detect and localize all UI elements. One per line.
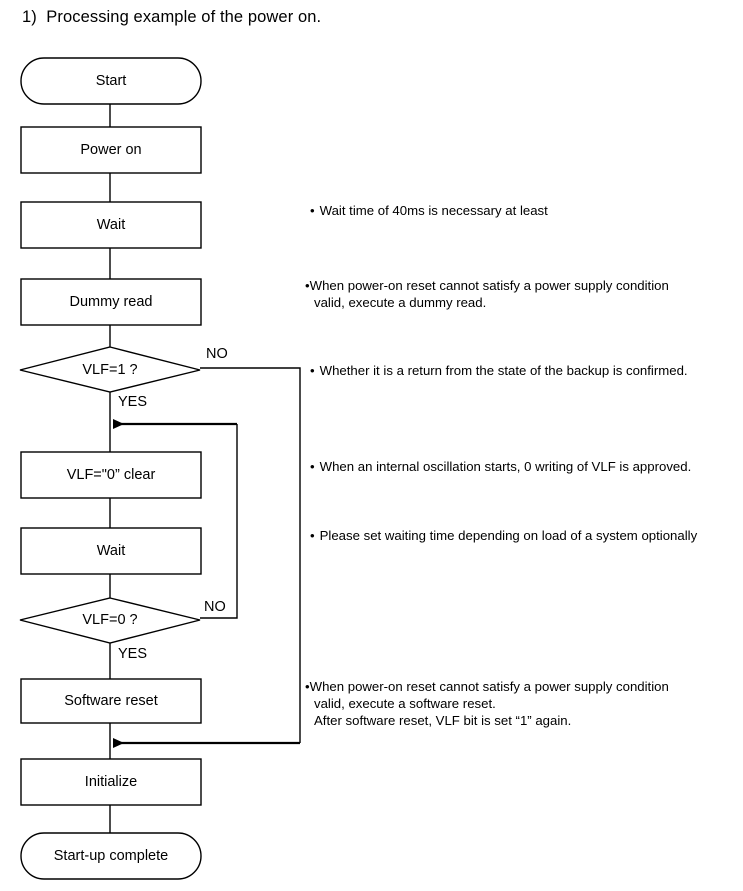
node-dummy-read-shape <box>20 278 202 326</box>
annotation-vlf-eq-1-line-1: Whether it is a return from the state of… <box>319 363 688 378</box>
connector-vlf1-no-branch <box>200 367 301 743</box>
node-wait-2-shape <box>20 527 202 575</box>
node-wait-1-label: Wait <box>96 217 126 233</box>
annotation-software-reset-line-2: valid, execute a software reset. <box>314 695 496 711</box>
node-start-label: Start <box>95 73 127 89</box>
node-startup-complete-shape <box>20 832 202 880</box>
annotation-software-reset-line-1: When power-on reset cannot satisfy a pow… <box>309 679 669 694</box>
branch-label-vlf1-no: NO <box>206 346 228 362</box>
annotation-software-reset: •When power-on reset cannot satisfy a po… <box>305 679 735 730</box>
annotation-wait-time-line-1: Wait time of 40ms is necessary at least <box>319 203 548 218</box>
annotation-vlf-eq-1: • Whether it is a return from the state o… <box>310 363 735 380</box>
node-power-on-label: Power on <box>80 142 142 158</box>
annotation-software-reset-line-3: After software reset, VLF bit is set “1”… <box>314 712 572 728</box>
node-dummy-read-label: Dummy read <box>69 294 153 310</box>
branch-label-vlf0-yes: YES <box>118 646 148 662</box>
bullet-icon: • <box>310 203 315 218</box>
node-vlf-eq-1-label: VLF=1 ? <box>82 362 138 378</box>
annotation-wait-time: • Wait time of 40ms is necessary at least <box>310 203 735 220</box>
bullet-icon: • <box>310 528 315 543</box>
node-vlf-clear-shape <box>20 451 202 499</box>
node-vlf-clear-label: VLF="0” clear <box>66 467 156 483</box>
annotation-wait-2-line-1: Please set waiting time depending on loa… <box>319 528 698 543</box>
node-vlf-eq-0-shape <box>19 597 201 644</box>
annotation-vlf-clear-line-1: When an internal oscillation starts, 0 w… <box>319 459 692 474</box>
node-software-reset-shape <box>20 678 202 724</box>
annotation-vlf-clear: • When an internal oscillation starts, 0 … <box>310 459 735 476</box>
annotation-wait-2: • Please set waiting time depending on lo… <box>310 528 735 545</box>
annotation-dummy-read: •When power-on reset cannot satisfy a po… <box>305 278 735 312</box>
node-start-shape <box>20 57 202 105</box>
node-startup-complete-label: Start-up complete <box>53 848 169 864</box>
bullet-icon: • <box>310 459 315 474</box>
node-software-reset-label: Software reset <box>64 693 158 709</box>
annotation-dummy-read-line-1: When power-on reset cannot satisfy a pow… <box>309 278 669 293</box>
node-power-on-shape <box>20 126 202 174</box>
node-initialize-shape <box>20 758 202 806</box>
node-wait-2-label: Wait <box>96 543 126 559</box>
node-vlf-eq-1-shape <box>19 346 201 393</box>
bullet-icon: • <box>305 679 310 694</box>
branch-label-vlf0-no: NO <box>204 599 226 615</box>
node-initialize-label: Initialize <box>84 774 138 790</box>
bullet-icon: • <box>305 278 310 293</box>
connector-vlf0-no-branch <box>200 424 238 619</box>
node-wait-1-shape <box>20 201 202 249</box>
branch-label-vlf1-yes: YES <box>118 394 148 410</box>
node-vlf-eq-0-label: VLF=0 ? <box>82 612 138 628</box>
annotation-dummy-read-line-2: valid, execute a dummy read. <box>314 294 487 310</box>
bullet-icon: • <box>310 363 315 378</box>
page-title: 1) Processing example of the power on. <box>22 8 322 26</box>
